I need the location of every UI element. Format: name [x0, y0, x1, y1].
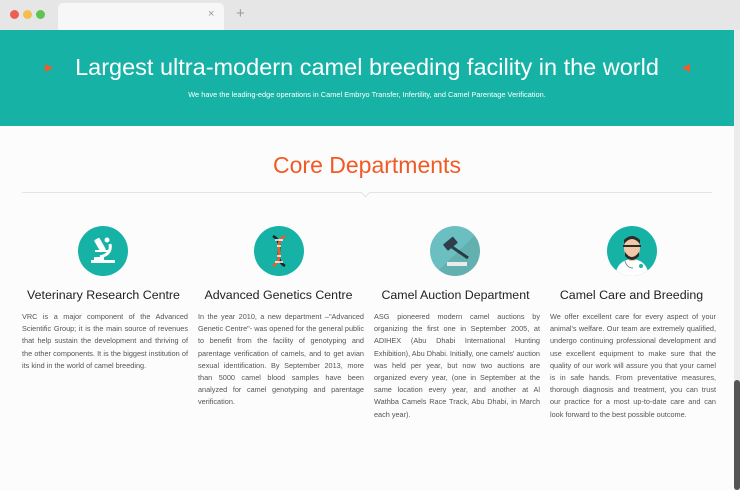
tab-close-icon[interactable]: × — [208, 8, 215, 20]
browser-tab-bar: × + — [0, 0, 740, 31]
department-title: Veterinary Research Centre — [27, 288, 180, 302]
arrow-left-icon — [45, 64, 53, 72]
gavel-icon — [430, 226, 480, 276]
arrow-right-icon — [682, 64, 690, 72]
department-title: Camel Auction Department — [381, 288, 530, 302]
department-description: VRC is a major component of the Advanced… — [22, 312, 188, 370]
doctor-icon — [607, 226, 657, 276]
department-title: Advanced Genetics Centre — [204, 288, 353, 302]
new-tab-icon[interactable]: + — [236, 5, 245, 22]
department-description: We offer excellent care for every aspect… — [550, 312, 716, 419]
department-description: In the year 2010, a new department –"Adv… — [198, 312, 364, 407]
maximize-window-icon[interactable] — [36, 10, 45, 19]
department-description: ASG pioneered modern camel auctions by o… — [374, 312, 540, 419]
hero-title: Largest ultra-modern camel breeding faci… — [75, 54, 659, 80]
section-title: Core Departments — [273, 152, 461, 178]
dna-icon — [254, 226, 304, 276]
core-departments-section — [0, 126, 740, 490]
department-title: Camel Care and Breeding — [559, 288, 704, 302]
page-scrollbar[interactable] — [734, 30, 740, 490]
close-window-icon[interactable] — [10, 10, 19, 19]
hero-banner: Largest ultra-modern camel breeding faci… — [0, 30, 740, 126]
browser-tab[interactable] — [58, 3, 224, 30]
scrollbar-thumb[interactable] — [734, 380, 740, 490]
minimize-window-icon[interactable] — [23, 10, 32, 19]
microscope-icon — [78, 226, 128, 276]
hero-subtitle: We have the leading-edge operations in C… — [188, 90, 546, 99]
